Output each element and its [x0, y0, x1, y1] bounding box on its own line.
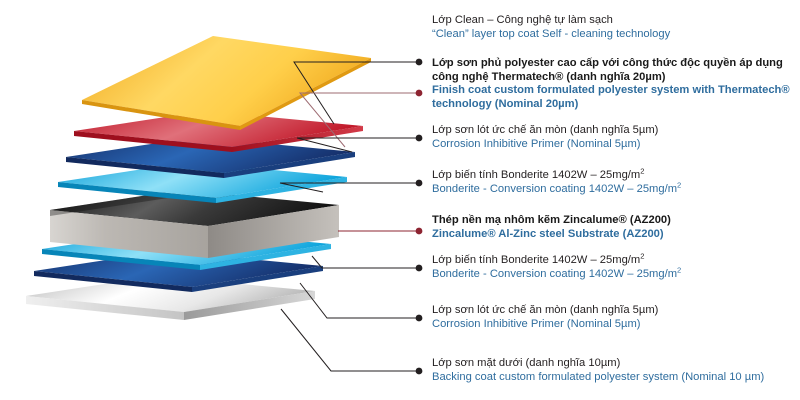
leader-dots — [415, 58, 423, 375]
callout-primer-bottom-vi: Lớp sơn lót ức chế ăn mòn (danh nghĩa 5µ… — [432, 304, 659, 316]
callout-substrate-en: Zincalume® Al-Zinc steel Substrate (AZ20… — [432, 227, 664, 240]
callout-bonderite-bottom-vi: Lớp biến tính Bonderite 1402W – 25mg/m2 — [432, 251, 681, 268]
leader-lines — [279, 61, 417, 372]
callout-substrate: Thép nền mạ nhôm kẽm Zincalume® (AZ200) … — [432, 214, 671, 241]
callout-bonderite-top-en-text: Bonderite - Conversion coating 1402W – 2… — [432, 182, 678, 195]
callout-bonderite-bottom-en-text: Bonderite - Conversion coating 1402W – 2… — [432, 267, 678, 280]
leader-primer-top — [296, 137, 417, 153]
callout-bonderite-top-en: Bonderite - Conversion coating 1402W – 2… — [432, 179, 682, 197]
callout-clean-coat-en: “Clean” layer top coat Self - cleaning t… — [432, 27, 671, 40]
dot-primer-top — [415, 134, 423, 142]
callout-bonderite-bottom-en: Bonderite - Conversion coating 1402W – 2… — [432, 264, 682, 282]
leader-bonderite-top — [279, 182, 417, 193]
callout-primer-bottom-en: Corrosion Inhibitive Primer (Nominal 5µm… — [432, 317, 641, 330]
dot-finish-coat — [415, 89, 423, 97]
dot-primer-bottom — [415, 314, 423, 322]
callout-backing-coat: Lớp sơn mặt dưới (danh nghĩa 10µm) Backi… — [432, 357, 764, 384]
leader-finish-coat — [298, 92, 417, 148]
callout-bonderite-top-vi-text: Lớp biến tính Bonderite 1402W – 25mg/m — [432, 169, 641, 181]
callout-finish-coat-en-line2: technology (Nominal 20µm) — [432, 97, 579, 110]
dot-bonderite-top — [415, 179, 423, 187]
callout-bonderite-bottom-vi-text: Lớp biến tính Bonderite 1402W – 25mg/m — [432, 254, 641, 266]
callout-bonderite-top-vi: Lớp biến tính Bonderite 1402W – 25mg/m2 — [432, 166, 681, 183]
callout-backing-coat-en: Backing coat custom formulated polyester… — [432, 370, 765, 383]
callout-bonderite-top-en-sup: 2 — [677, 179, 682, 189]
dot-backing-coat — [415, 367, 423, 375]
callout-clean-coat-vi: Lớp Clean – Công nghệ tự làm sạch — [432, 14, 613, 26]
callout-bonderite-top: Lớp biến tính Bonderite 1402W – 25mg/m2 … — [432, 166, 682, 197]
callout-primer-top: Lớp sơn lót ức chế ăn mòn (danh nghĩa 5µ… — [432, 124, 658, 151]
callout-primer-top-en: Corrosion Inhibitive Primer (Nominal 5µm… — [432, 137, 641, 150]
dot-bonderite-bottom — [415, 264, 423, 272]
dot-clean-coat — [415, 58, 423, 66]
layer-finish-coat — [74, 111, 363, 152]
dot-substrate — [415, 227, 423, 235]
callout-clean-coat: Lớp Clean – Công nghệ tự làm sạch “Clean… — [432, 14, 670, 41]
leader-primer-bottom — [299, 282, 417, 319]
callout-finish-coat-vi-line1: Lớp sơn phủ polyester cao cấp với công t… — [432, 57, 783, 69]
callout-bonderite-bottom-en-sup: 2 — [677, 264, 682, 274]
leader-clean-coat — [293, 61, 417, 125]
callout-bonderite-top-vi-sup: 2 — [640, 166, 645, 176]
layer-clean-coat — [82, 36, 371, 130]
callout-substrate-vi: Thép nền mạ nhôm kẽm Zincalume® (AZ200) — [432, 214, 671, 226]
layer-backing-coat — [26, 276, 315, 320]
leader-bonderite-bottom — [311, 255, 417, 269]
callout-bonderite-bottom-vi-sup: 2 — [640, 251, 645, 261]
layer-primer-top — [66, 137, 355, 178]
leader-backing-coat — [280, 308, 417, 372]
callout-primer-bottom: Lớp sơn lót ức chế ăn mòn (danh nghĩa 5µ… — [432, 304, 658, 331]
callout-bonderite-bottom: Lớp biến tính Bonderite 1402W – 25mg/m2 … — [432, 251, 682, 282]
callout-primer-top-vi: Lớp sơn lót ức chế ăn mòn (danh nghĩa 5µ… — [432, 124, 659, 136]
callout-backing-coat-vi: Lớp sơn mặt dưới (danh nghĩa 10µm) — [432, 357, 621, 369]
callout-finish-coat-en-line1: Finish coat custom formulated polyester … — [432, 84, 790, 97]
layer-zincalume-substrate — [50, 190, 339, 258]
callout-finish-coat: Lớp sơn phủ polyester cao cấp với công t… — [432, 57, 790, 111]
callout-finish-coat-vi-line2: công nghệ Thermatech® (danh nghĩa 20µm) — [432, 70, 666, 83]
